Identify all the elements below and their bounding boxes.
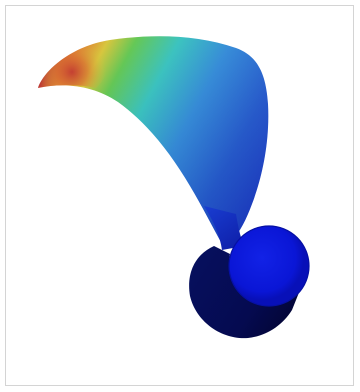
hub-face	[229, 226, 309, 306]
hub-face-rim	[228, 225, 310, 307]
hub-body	[189, 246, 300, 339]
blade-shading	[38, 36, 269, 244]
blade-root	[204, 206, 244, 250]
